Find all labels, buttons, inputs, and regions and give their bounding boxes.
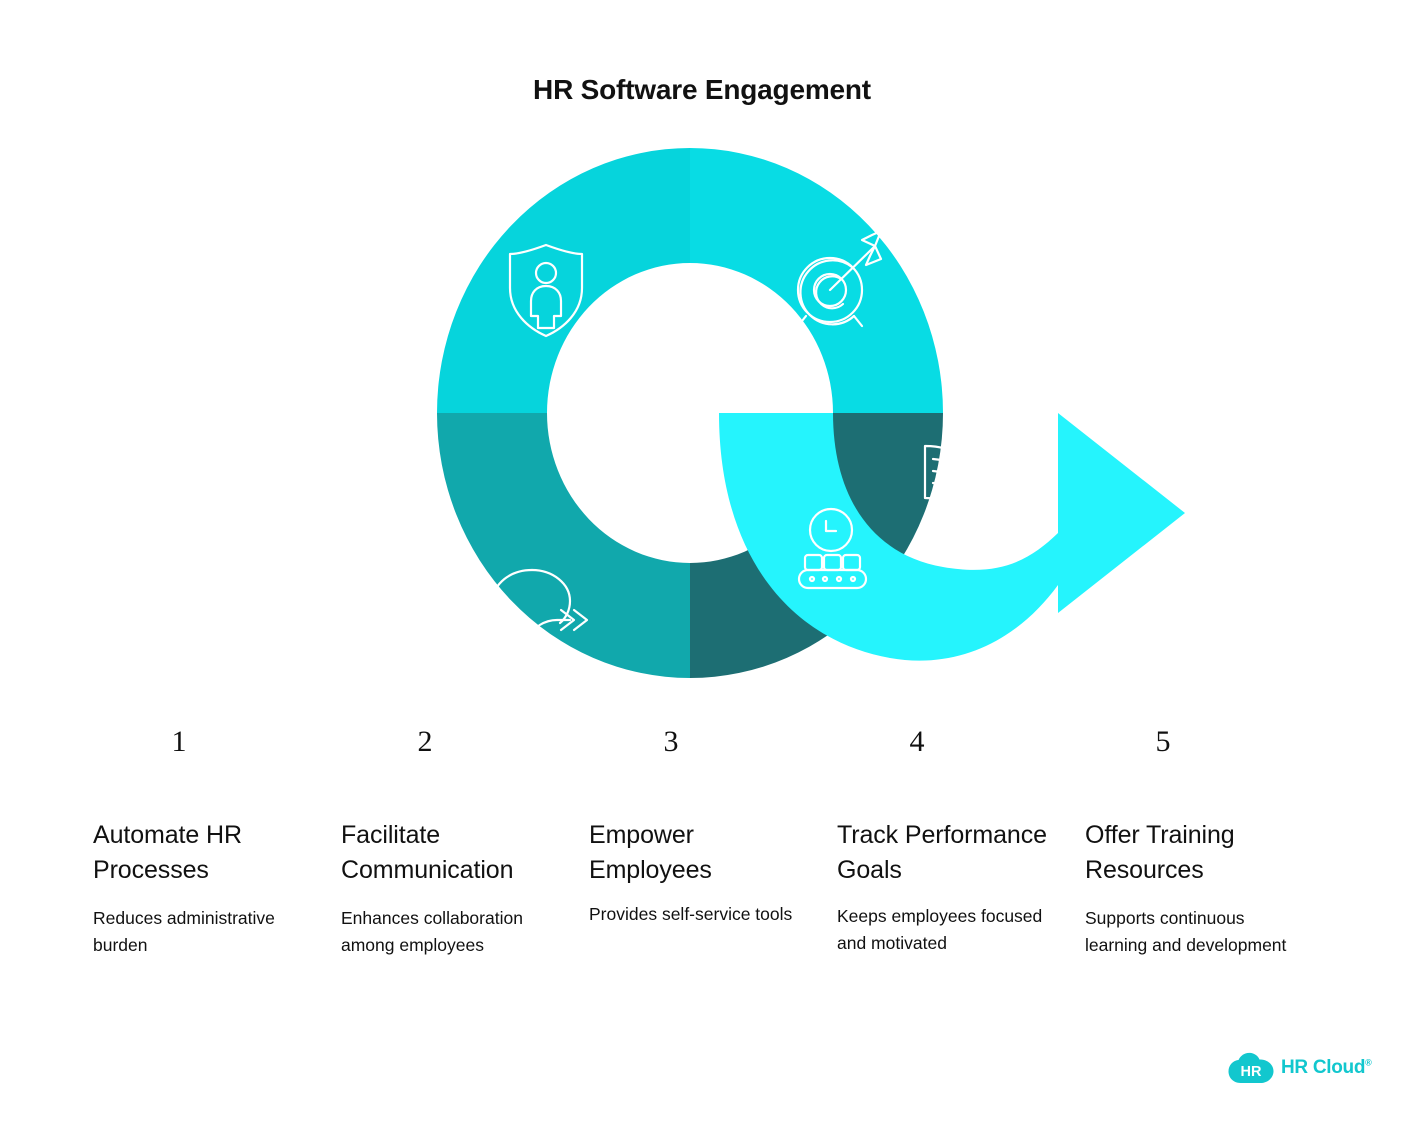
step-body-1: Reduces administrative burden [93,908,275,955]
step-descriptions-row: Automate HR Processes Reduces administra… [93,818,1333,1058]
book-lightbulb-icon [923,424,995,512]
target-arrow-icon [796,229,883,328]
step-column-5: Offer Training Resources Supports contin… [1085,818,1333,1058]
diagram-svg [437,148,1185,678]
step-number-4: 4 [909,725,925,758]
hr-cloud-logo[interactable]: HR HR Cloud® [1228,1048,1372,1088]
step-heading-5: Offer Training Resources [1085,821,1235,884]
speech-bubble-arrow-icon [491,568,589,642]
step-column-2: Facilitate Communication Enhances collab… [341,818,589,1058]
registered-mark: ® [1365,1057,1372,1068]
hr-cloud-mark-icon: HR [1228,1052,1274,1084]
hr-cloud-wordmark: HR Cloud® [1281,1057,1372,1078]
step-number-1: 1 [171,725,187,758]
svg-text:HR: HR [1241,1064,1262,1080]
step-number-3: 3 [663,725,679,758]
step-number-5: 5 [1155,725,1171,758]
donut-segment-automate-hr-processes[interactable] [437,148,690,413]
page-title: HR Software Engagement [533,74,871,105]
step-body-2: Enhances collaboration among employees [341,908,523,955]
step-body-3: Provides self-service tools [589,904,793,924]
cloud-shape-icon: HR [1228,1052,1274,1083]
step-body-5: Supports continuous learning and develop… [1085,908,1287,955]
step-heading-4: Track Performance Goals [837,821,1047,884]
step-number-2: 2 [417,725,433,758]
step-body-4: Keeps employees focused and motivated [837,906,1043,953]
step-column-3: Empower Employees Provides self-service … [589,818,837,1058]
step-heading-1: Automate HR Processes [93,821,242,884]
step-column-4: Track Performance Goals Keeps employees … [837,818,1085,1058]
arrow-segment-offer-training-resources[interactable] [719,413,1185,661]
step-heading-2: Facilitate Communication [341,821,514,884]
step-heading-3: Empower Employees [589,821,712,884]
step-column-1: Automate HR Processes Reduces administra… [93,818,341,1058]
donut-segment-facilitate-communication[interactable] [437,413,690,678]
clock-conveyor-icon [797,507,868,590]
shield-person-icon [508,243,584,338]
donut-arrow-diagram [0,130,1404,710]
step-numbers-row: 1 2 3 4 5 [90,725,1320,775]
